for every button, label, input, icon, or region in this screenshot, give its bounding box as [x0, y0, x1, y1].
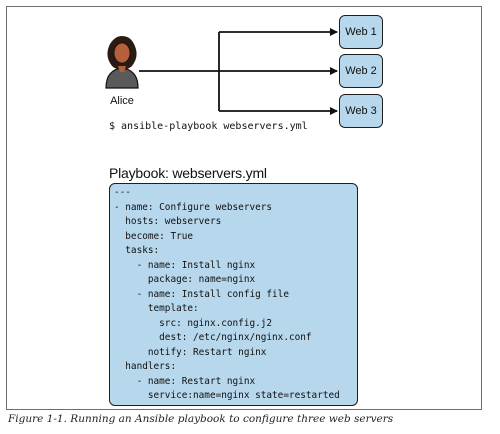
playbook-title: Playbook: webservers.yml — [109, 165, 267, 181]
figure-caption: Figure 1-1. Running an Ansible playbook … — [8, 413, 394, 425]
user-label: Alice — [110, 95, 134, 107]
connector-lines — [139, 28, 338, 115]
server-web-3: Web 3 — [339, 94, 383, 128]
code-line: become: True — [114, 230, 194, 242]
code-line: template: — [114, 303, 199, 314]
playbook-code: --- - name: Configure webservers hosts: … — [114, 186, 340, 404]
code-line: - name: Restart nginx — [114, 375, 256, 387]
playbook-box: --- - name: Configure webservers hosts: … — [109, 183, 358, 406]
code-line: --- — [114, 187, 131, 198]
code-line: - name: Install config file — [114, 288, 289, 300]
code-line: handlers: — [114, 361, 177, 372]
code-line: package: name=nginx — [114, 274, 256, 285]
code-line: - name: Configure webservers — [114, 201, 273, 213]
server-web-2: Web 2 — [339, 54, 383, 88]
figure-frame — [6, 6, 482, 410]
code-line: notify: Restart nginx — [114, 346, 267, 358]
code-line: src: nginx.config.j2 — [114, 317, 273, 329]
code-line: - name: Install nginx — [114, 259, 256, 271]
code-line: tasks: — [114, 245, 160, 256]
code-line: dest: /etc/nginx/nginx.conf — [114, 332, 312, 343]
code-line: hosts: webservers — [114, 216, 222, 227]
person-icon — [105, 36, 139, 89]
code-line: service:name=nginx state=restarted — [114, 390, 340, 401]
server-web-1: Web 1 — [339, 15, 383, 49]
command-line: $ ansible-playbook webservers.yml — [109, 121, 308, 132]
